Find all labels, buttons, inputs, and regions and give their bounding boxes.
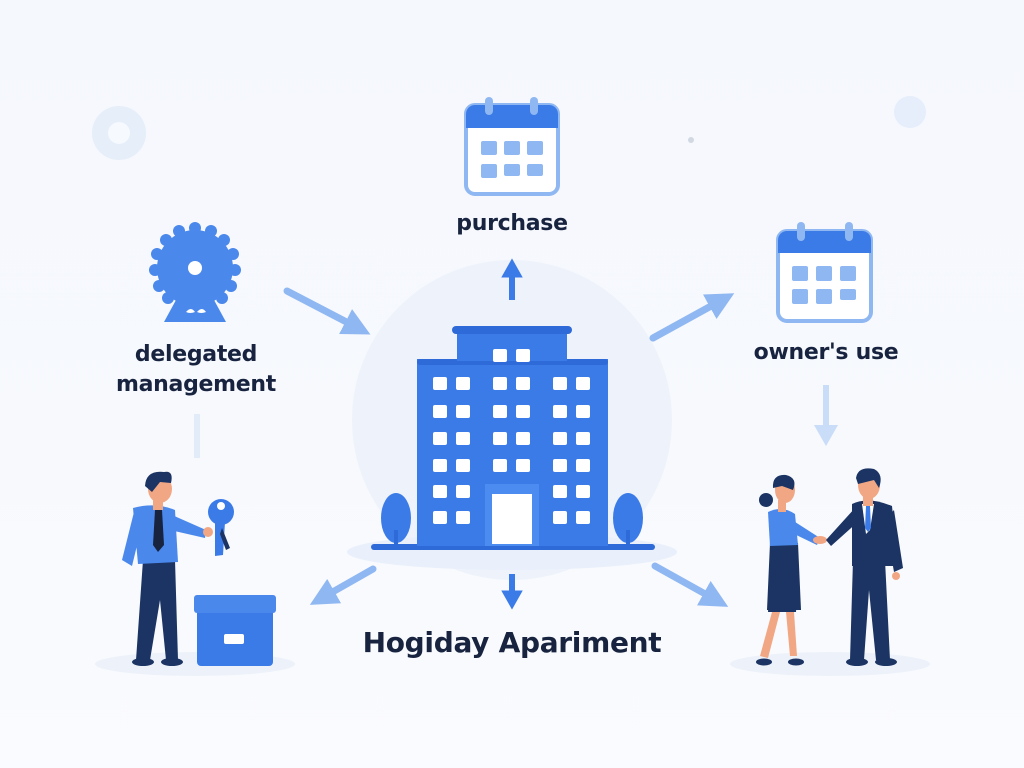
diagram-title: Hogiday Apariment <box>362 626 662 659</box>
arrow-building-to-handover <box>309 565 377 605</box>
arrow-building-to-agreement <box>651 562 729 607</box>
arrow-delegated-to-building <box>283 287 371 335</box>
arrow-building-to-owners-use <box>649 293 735 342</box>
decor-dot <box>894 96 926 128</box>
node-label-purchase: purchase <box>456 211 568 236</box>
building-windows <box>433 349 590 524</box>
building-door <box>492 494 532 544</box>
node-label-owners-use: owner's use <box>753 340 899 365</box>
arrow-owners-use-down <box>814 385 838 446</box>
node-label-delegated-management: delegated management <box>86 340 306 400</box>
label-line-2: management <box>116 372 276 397</box>
label-line-1: delegated <box>134 342 258 367</box>
